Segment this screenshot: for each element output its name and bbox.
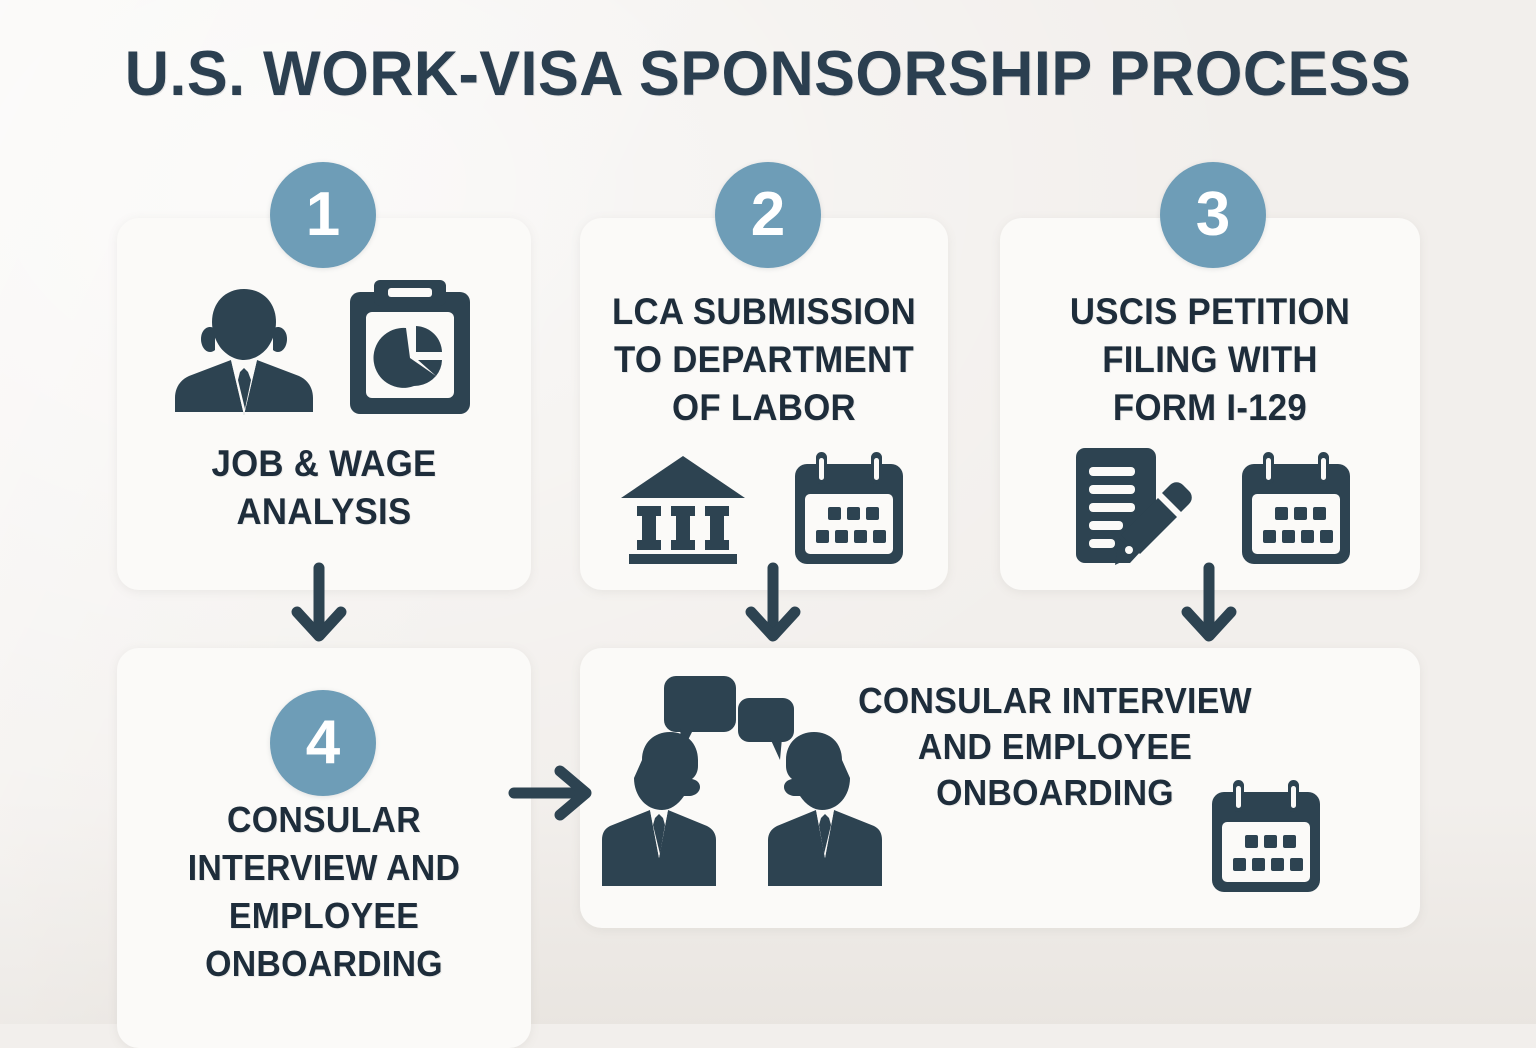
calendar-icon [1234, 450, 1358, 570]
two-people-talking-icon [602, 668, 882, 898]
page-title: U.S. WORK-VISA SPONSORSHIP PROCESS [124, 39, 1412, 109]
calendar-icon [787, 450, 911, 570]
step-number-badge-4: 4 [270, 690, 376, 796]
arrow-down-icon [1178, 562, 1240, 653]
arrow-down-icon [742, 562, 804, 653]
step-2-icon-row [580, 440, 948, 580]
step-3-icon-row [1000, 440, 1420, 580]
infographic-stage: U.S. WORK-VISA SPONSORSHIP PROCESS 1 2 3… [117, 39, 1420, 1048]
businessman-icon [174, 277, 314, 417]
step-1-icon-row [117, 272, 531, 422]
arrow-down-icon [288, 562, 350, 653]
step-number-badge-3: 3 [1160, 162, 1266, 268]
step-number-badge-2: 2 [715, 162, 821, 268]
calendar-icon [1204, 778, 1328, 898]
government-building-icon [617, 454, 749, 566]
document-pencil-icon [1062, 447, 1200, 573]
step-number-badge-1: 1 [270, 162, 376, 268]
clipboard-pie-chart-icon [346, 276, 474, 418]
arrow-right-icon [508, 762, 600, 829]
